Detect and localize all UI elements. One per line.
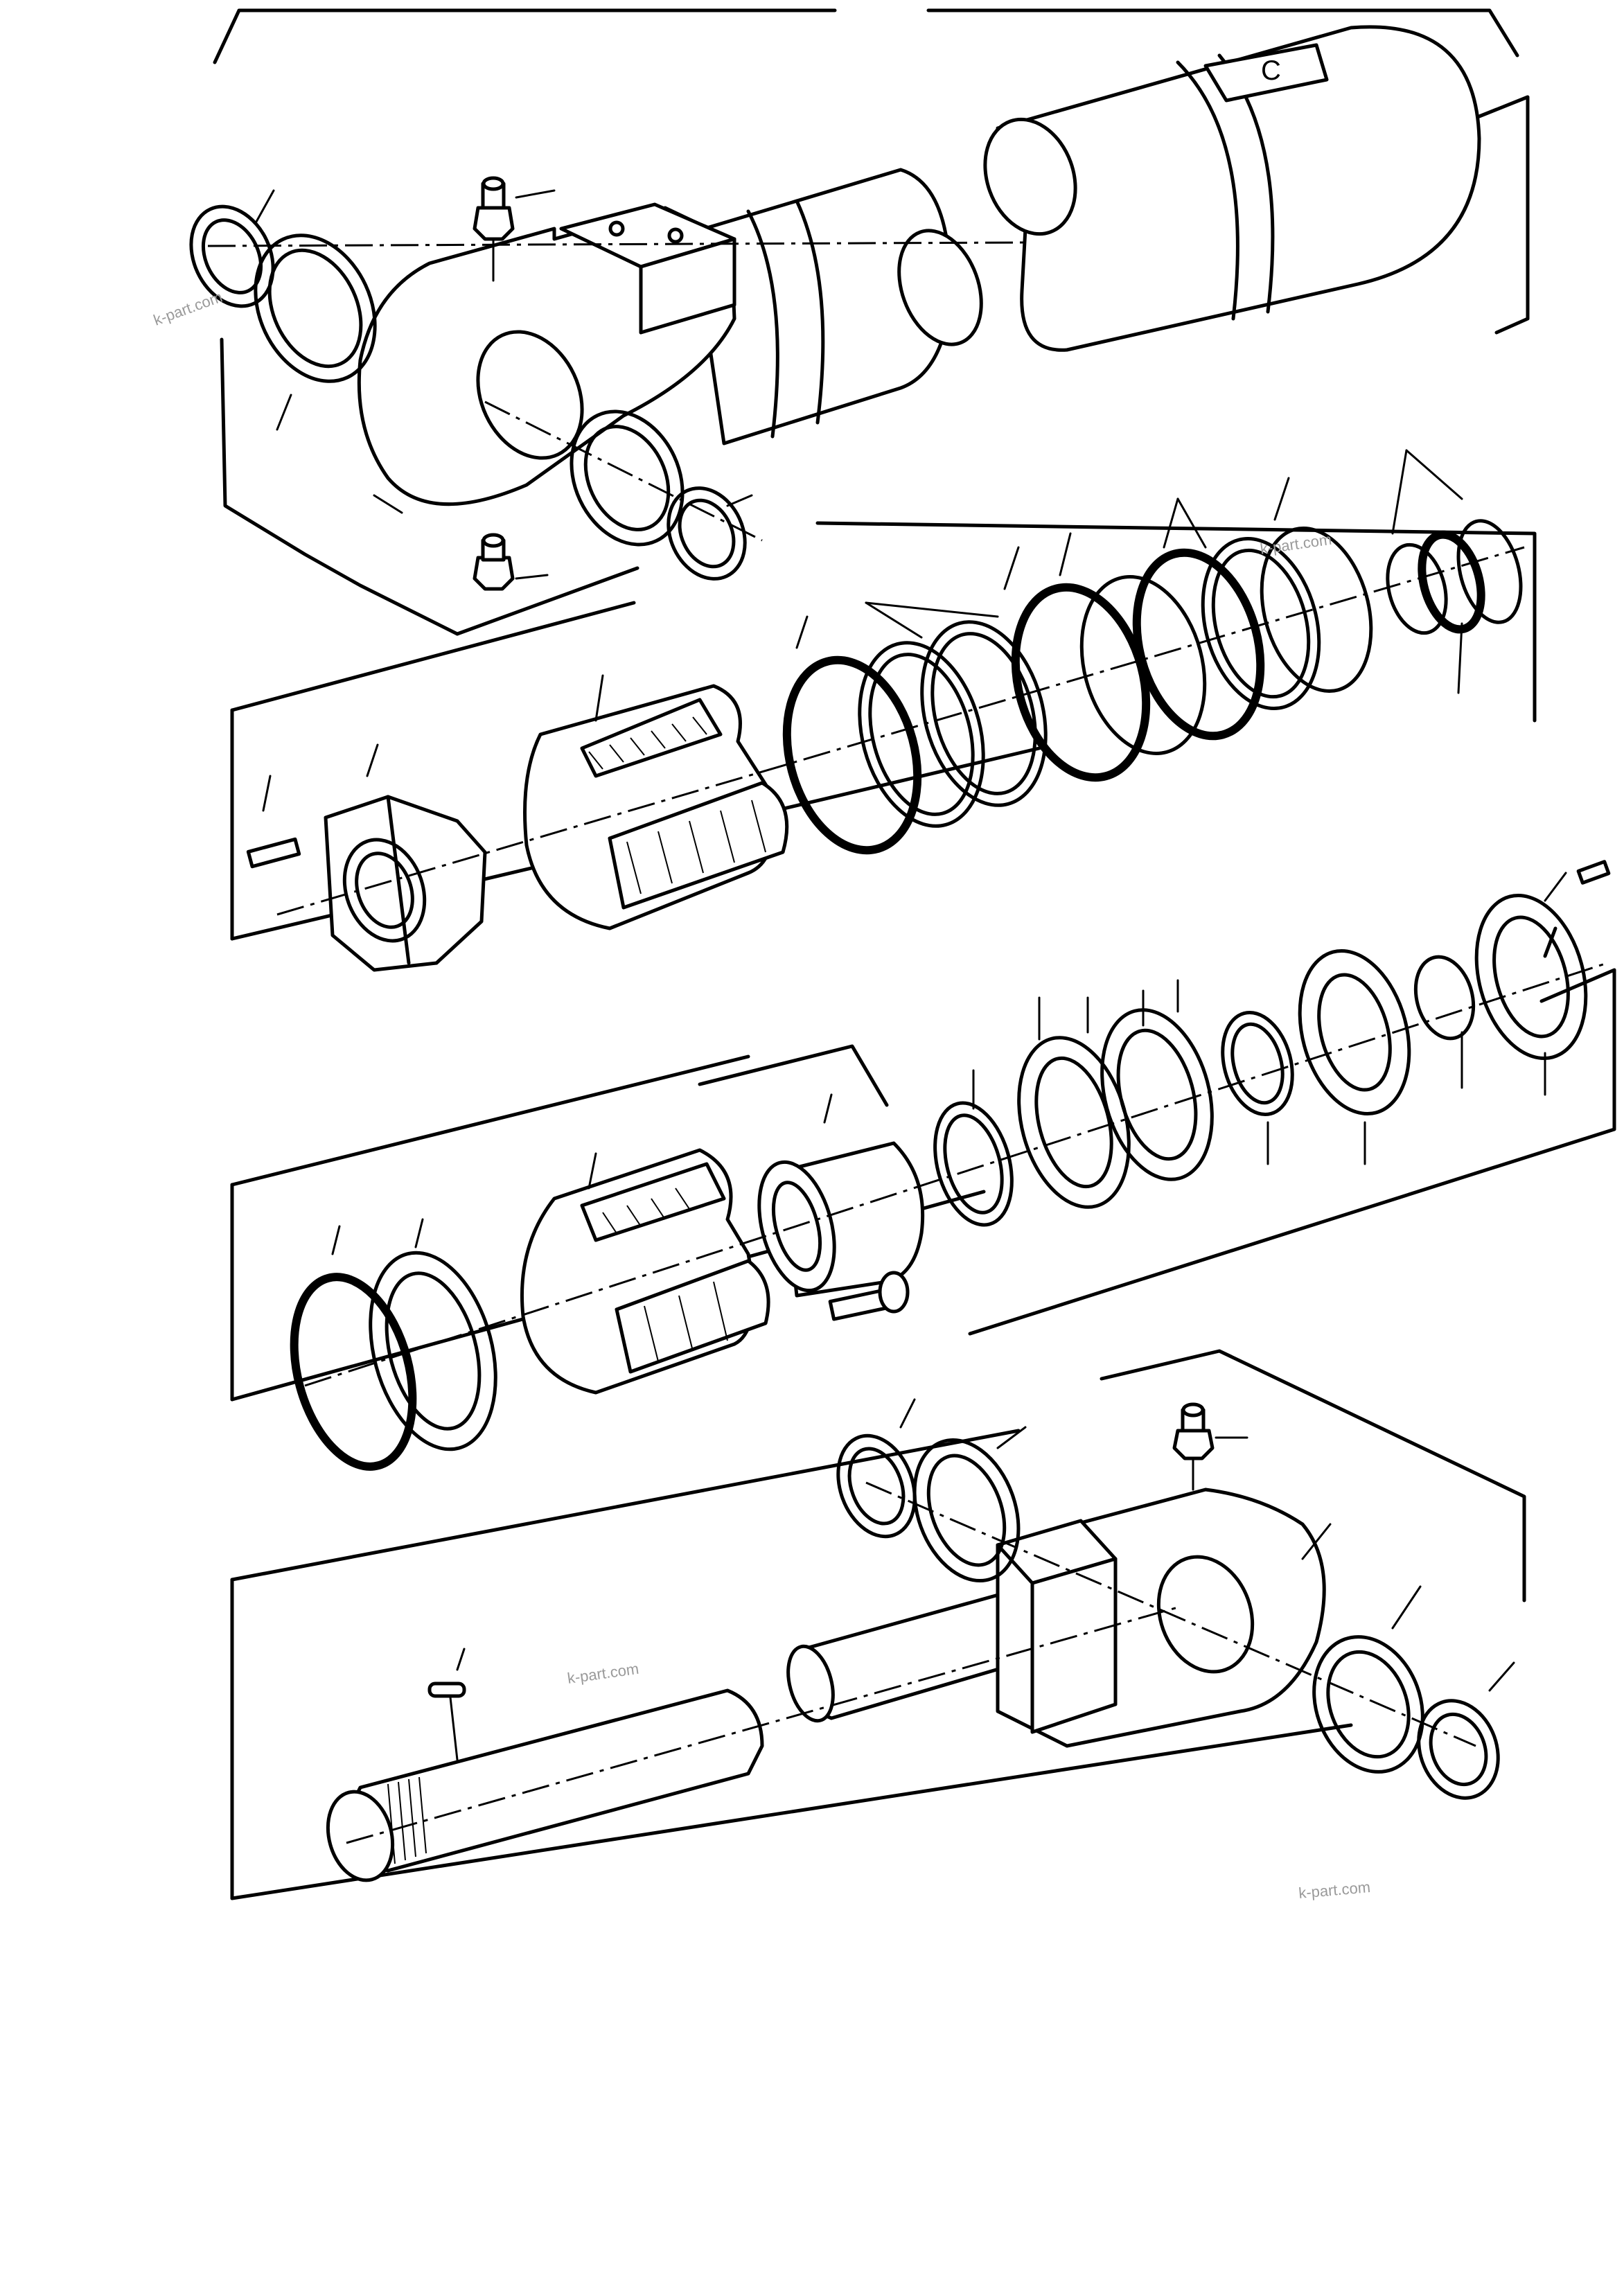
watermark: k-part.com (1259, 531, 1332, 558)
piston-nut (324, 743, 487, 972)
gland-seals (933, 893, 1588, 1227)
group-barrel: C (189, 8, 1530, 636)
piston-body (523, 674, 789, 930)
barrel-label-plate (1203, 43, 1329, 103)
piston-rings (782, 449, 1523, 855)
group-piston-rod (230, 1349, 1526, 1900)
gland-circlips (290, 1218, 497, 1471)
gland-body (520, 1148, 770, 1395)
piston-rod (326, 1578, 1070, 1882)
watermark: k-part.com (1298, 1878, 1371, 1902)
group-piston (230, 449, 1537, 972)
set-screw (246, 775, 301, 869)
group-rod-guide (230, 860, 1616, 1471)
watermark: k-part.com (151, 288, 224, 329)
grease-nipple-rod (1172, 1402, 1248, 1491)
clevis-bore (476, 330, 584, 460)
group-frame-barrel (213, 8, 837, 64)
svg-text:C: C (1261, 55, 1281, 86)
grease-nipple-bottom (473, 533, 549, 591)
flange-screw (1544, 860, 1611, 902)
watermark: k-part.com (566, 1660, 639, 1687)
rod-eye-bearing-seals (836, 1398, 1515, 1800)
gland-bushing (757, 1093, 925, 1298)
grease-nipple-top (473, 176, 556, 282)
bearing-seal-right (570, 409, 753, 581)
rod-eye (996, 1487, 1326, 1748)
gland-bolt (828, 1271, 910, 1321)
barrel-tube-end (983, 117, 1077, 236)
